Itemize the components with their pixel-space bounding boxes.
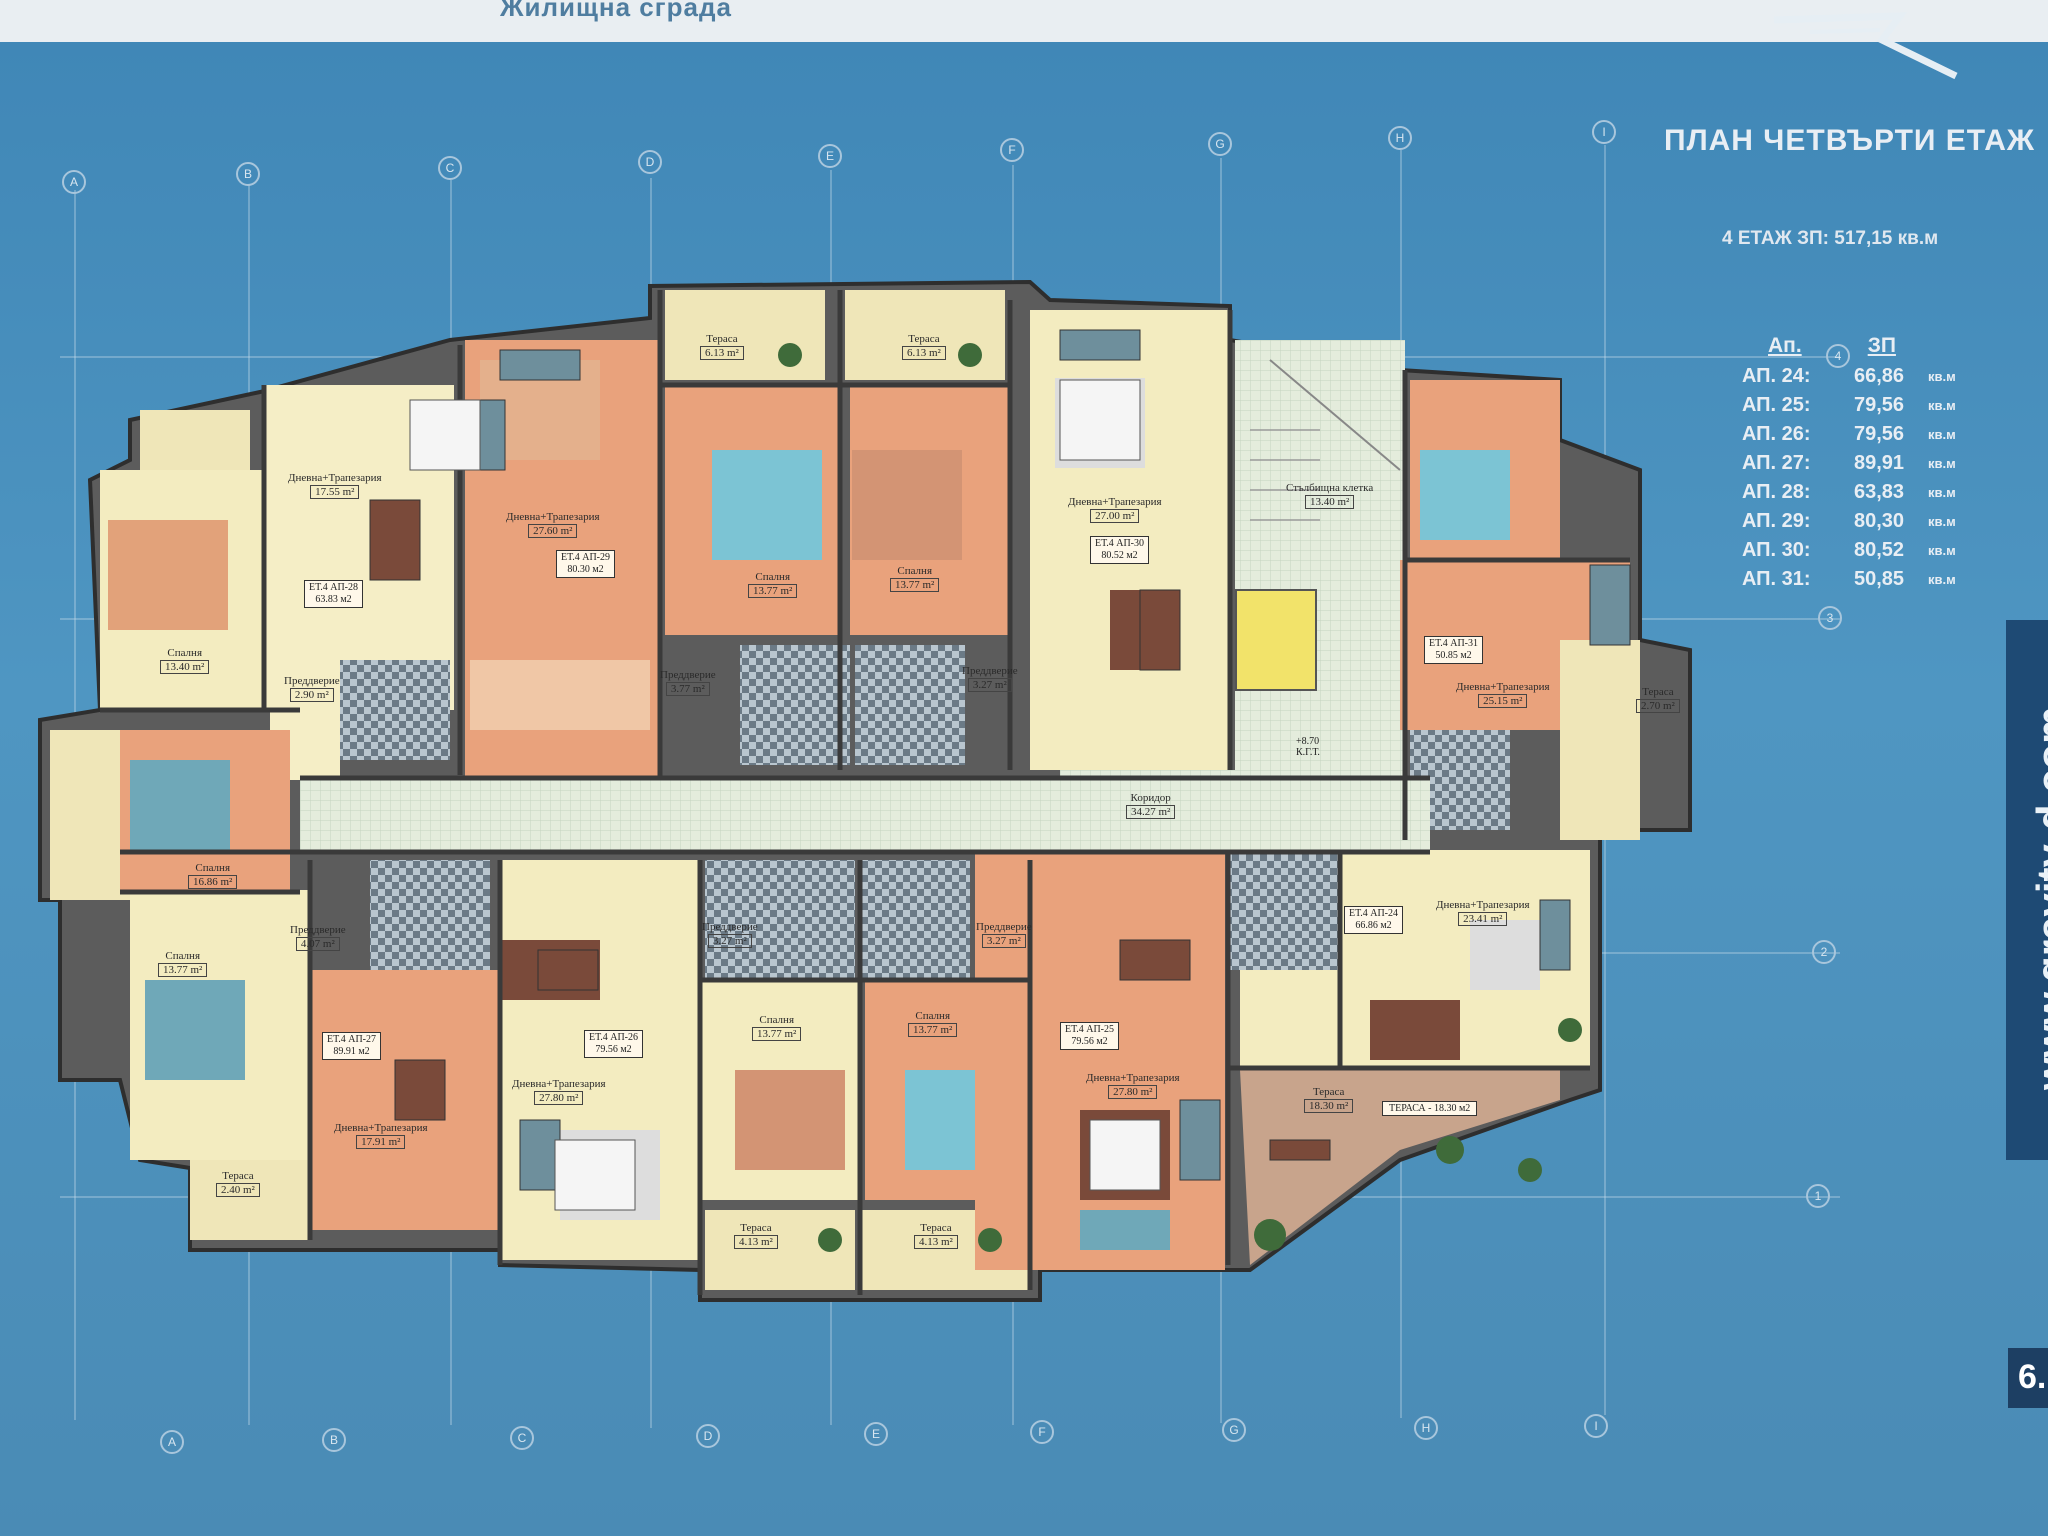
page-title: ПЛАН ЧЕТВЪРТИ ЕТАЖ [1664, 124, 2036, 157]
logo-mark [1773, 12, 1958, 80]
terrace-area-box: ТЕРАСА - 18.30 м2 [1382, 1101, 1478, 1116]
axis-label-top: E [818, 144, 842, 168]
axis-label-bottom: A [160, 1430, 184, 1454]
top-banner: Жилищна сграда [0, 0, 2048, 42]
axis-label-bottom: B [322, 1428, 346, 1452]
axis-label-right: 3 [1818, 606, 1842, 630]
axis-label-top: D [638, 150, 662, 174]
axis-label-bottom: G [1222, 1418, 1246, 1442]
col-area: ЗП [1867, 334, 1896, 357]
axis-label-right: 1 [1806, 1184, 1830, 1208]
page-number: 6. [2008, 1348, 2048, 1408]
header-text: Жилищна сграда [500, 0, 732, 22]
axis-label-bottom: C [510, 1426, 534, 1450]
axis-label-top: C [438, 156, 462, 180]
axis-label-top: A [62, 170, 86, 194]
axis-label-right: 2 [1812, 940, 1836, 964]
col-apartment: Ап. [1768, 334, 1802, 357]
floor-area-subtitle: 4 ЕТАЖ ЗП: 517,15 кв.м [1722, 228, 1939, 249]
axis-label-top: F [1000, 138, 1024, 162]
axis-label-top: B [236, 162, 260, 186]
axis-label-bottom: H [1414, 1416, 1438, 1440]
axis-label-top: H [1388, 126, 1412, 150]
axis-label-right: 4 [1826, 344, 1850, 368]
axis-label-bottom: E [864, 1422, 888, 1446]
axis-label-top: G [1208, 132, 1232, 156]
axis-label-bottom: I [1584, 1414, 1608, 1438]
axis-label-bottom: F [1030, 1420, 1054, 1444]
axis-label-bottom: D [696, 1424, 720, 1448]
axis-label-top: I [1592, 120, 1616, 144]
table-header: Ап. ЗП [1742, 334, 1956, 358]
right-side-strip [2006, 620, 2048, 1160]
